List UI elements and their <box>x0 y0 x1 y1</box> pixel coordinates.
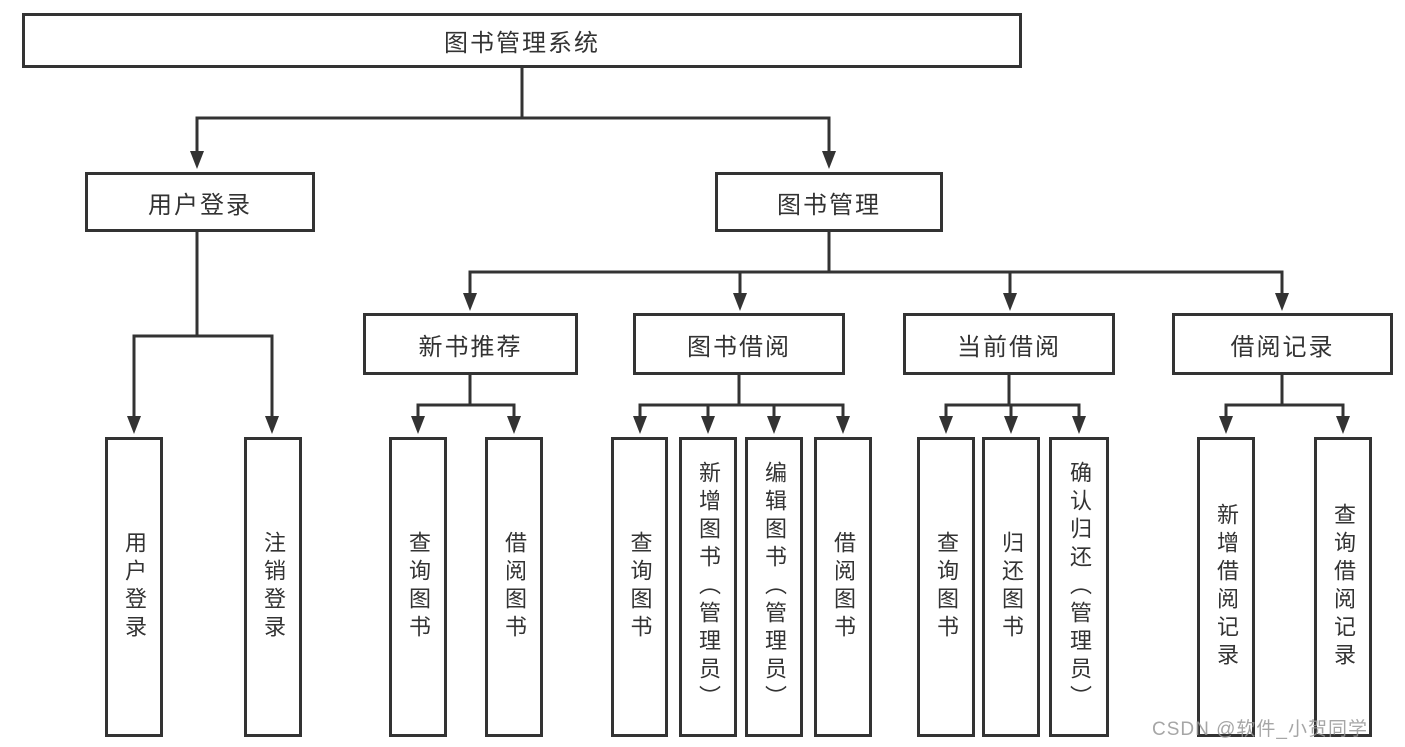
branch-book-borrow-arrowheads <box>633 416 850 434</box>
node-leaf-bb-borrow-books: 借阅图书 <box>814 437 872 737</box>
node-current-borrow: 当前借阅 <box>903 313 1115 375</box>
branch-current-borrow-arrowheads <box>939 416 1086 434</box>
branch-new-book-arrowheads <box>411 416 521 434</box>
branch-root-arrowheads <box>190 151 836 169</box>
branch-user-login-connector <box>132 230 274 418</box>
node-borrow-record: 借阅记录 <box>1172 313 1393 375</box>
node-root: 图书管理系统 <box>22 13 1022 68</box>
node-leaf-nb-query-books: 查询图书 <box>389 437 447 737</box>
node-book-mgmt: 图书管理 <box>715 172 943 232</box>
branch-current-borrow-connector <box>944 372 1081 418</box>
node-leaf-cb-return-books: 归还图书 <box>982 437 1040 737</box>
branch-new-book-connector <box>416 372 516 418</box>
branch-root-connector <box>195 66 831 153</box>
node-leaf-cb-confirm-return-admin: 确认归还（管理员） <box>1049 437 1109 737</box>
node-book-borrow: 图书借阅 <box>633 313 845 375</box>
node-leaf-logout: 注销登录 <box>244 437 302 737</box>
branch-book-mgmt-connector <box>468 230 1284 295</box>
node-leaf-nb-borrow-books: 借阅图书 <box>485 437 543 737</box>
branch-user-login-arrowheads <box>127 416 279 434</box>
node-leaf-cb-query-books: 查询图书 <box>917 437 975 737</box>
branch-borrow-record-connector <box>1224 372 1345 418</box>
node-leaf-bb-edit-books-admin: 编辑图书（管理员） <box>745 437 803 737</box>
branch-book-mgmt-arrowheads <box>463 293 1289 311</box>
node-leaf-user-login: 用户登录 <box>105 437 163 737</box>
node-leaf-bb-query-books: 查询图书 <box>611 437 668 737</box>
node-user-login: 用户登录 <box>85 172 315 232</box>
node-leaf-br-query-record: 查询借阅记录 <box>1314 437 1372 737</box>
node-leaf-br-add-record: 新增借阅记录 <box>1197 437 1255 737</box>
branch-borrow-record-arrowheads <box>1219 416 1350 434</box>
node-new-book-rec: 新书推荐 <box>363 313 578 375</box>
branch-book-borrow-connector <box>638 372 845 418</box>
csdn-watermark: CSDN @软件_小贺同学 <box>1152 719 1368 740</box>
node-leaf-bb-add-books-admin: 新增图书（管理员） <box>679 437 737 737</box>
